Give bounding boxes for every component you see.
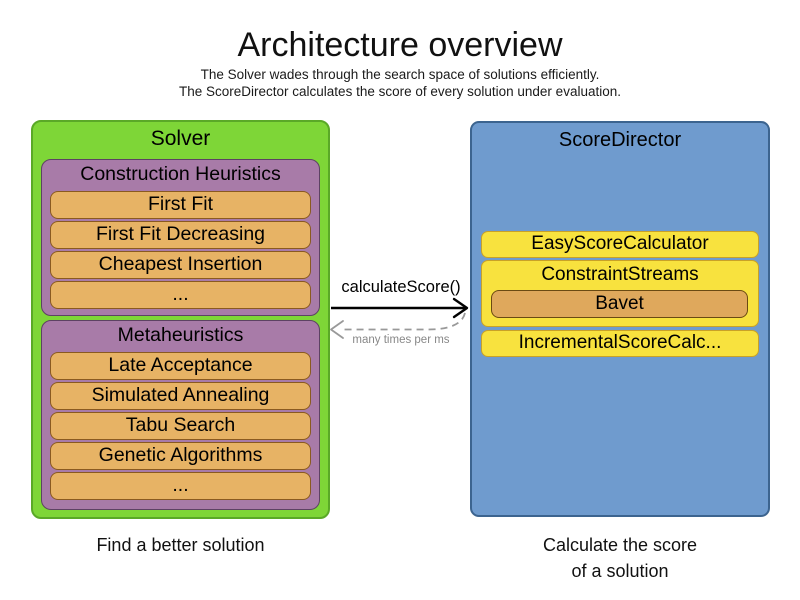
construction-heuristics-label: Construction Heuristics — [80, 163, 281, 185]
constraint-streams-label: ConstraintStreams — [541, 264, 699, 285]
metaheuristics-box: Metaheuristics Late Acceptance Simulated… — [41, 320, 320, 510]
solver-label: Solver — [150, 127, 211, 150]
algorithm-item: First Fit — [50, 190, 311, 219]
easy-score-calculator-box: EasyScoreCalculator — [481, 231, 759, 258]
algorithm-item: Simulated Annealing — [50, 381, 311, 410]
score-director-box: ScoreDirector EasyScoreCalculator Constr… — [470, 121, 770, 517]
score-director-caption-line1: Calculate the score — [542, 535, 698, 555]
solver-box: Solver Construction Heuristics First Fit… — [31, 120, 330, 519]
solver-caption: Find a better solution — [96, 535, 265, 555]
algorithm-item: Tabu Search — [50, 411, 311, 440]
score-director-caption-line2: of a solution — [571, 561, 669, 581]
calculate-score-arrow — [331, 297, 469, 319]
algorithm-item: Genetic Algorithms — [50, 441, 311, 470]
many-times-per-ms-label: many times per ms — [352, 334, 450, 346]
algorithm-item: Cheapest Insertion — [50, 250, 311, 279]
metaheuristics-label: Metaheuristics — [117, 324, 244, 346]
calculate-score-label: calculateScore() — [341, 278, 461, 296]
algorithm-item-ellipsis: ... — [50, 280, 311, 309]
construction-heuristics-box: Construction Heuristics First Fit First … — [41, 159, 320, 316]
algorithm-item: Late Acceptance — [50, 351, 311, 380]
score-director-caption: Calculate the score of a solution — [470, 532, 770, 584]
constraint-streams-box: ConstraintStreams Bavet — [481, 260, 759, 327]
score-director-label: ScoreDirector — [558, 129, 682, 151]
bavet-box: Bavet — [491, 290, 748, 318]
algorithm-item-ellipsis: ... — [50, 471, 311, 500]
algorithm-item: First Fit Decreasing — [50, 220, 311, 249]
subtitle-solver: The Solver wades through the search spac… — [200, 67, 600, 82]
subtitle-scoredirector: The ScoreDirector calculates the score o… — [179, 84, 621, 99]
page-title: Architecture overview — [237, 26, 563, 64]
incremental-score-calculator-box: IncrementalScoreCalc... — [481, 330, 759, 357]
